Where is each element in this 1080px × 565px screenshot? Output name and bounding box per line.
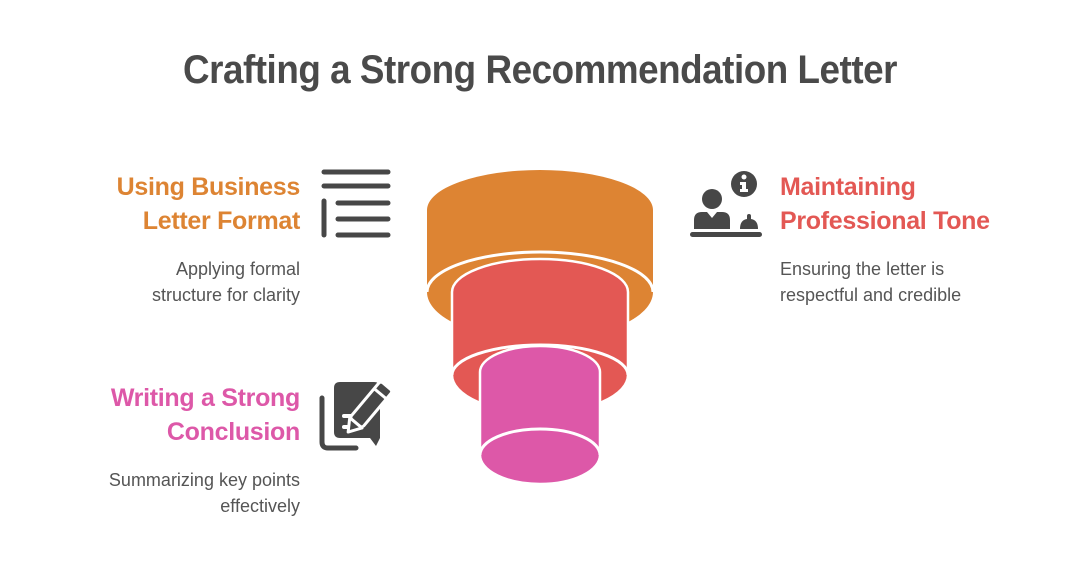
description-line: respectful and credible [780,285,962,305]
reception-info-icon [688,168,764,240]
description-professional-tone: Ensuring the letter is respectful and cr… [780,256,1060,308]
description-line: Applying formal [175,259,300,279]
description-business-letter-format: Applying formal structure for clarity [60,256,300,308]
heading-business-letter-format: Using Business Letter Format [60,170,301,238]
heading-line: Letter Format [142,207,301,235]
stacked-cylinder-diagram [410,160,670,500]
heading-line: Conclusion [166,418,300,446]
cylinder-pink [478,344,602,486]
document-edit-icon [316,376,396,452]
page-title: Crafting a Strong Recommendation Letter [182,48,898,92]
description-line: effectively [220,496,300,516]
heading-line: Maintaining [780,173,916,201]
heading-line: Professional Tone [780,207,990,235]
heading-strong-conclusion: Writing a Strong Conclusion [40,381,300,449]
description-strong-conclusion: Summarizing key points effectively [40,467,300,519]
heading-line: Using Business [116,173,301,201]
heading-line: Writing a Strong [110,384,300,412]
description-line: Ensuring the letter is [780,259,945,279]
list-format-icon [318,166,394,242]
description-line: Summarizing key points [108,470,300,490]
description-line: structure for clarity [151,285,300,305]
heading-professional-tone: Maintaining Professional Tone [780,170,1060,238]
